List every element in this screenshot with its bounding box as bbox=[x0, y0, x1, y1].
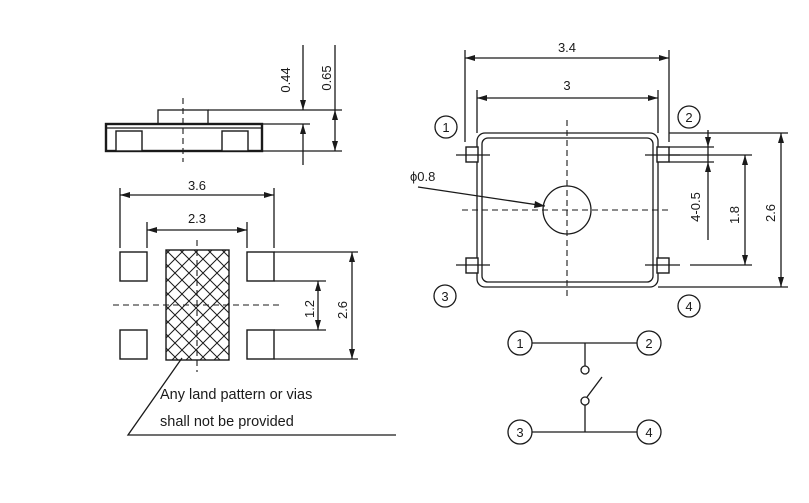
switch-schematic: 1 2 3 4 bbox=[507, 330, 662, 445]
top-pin-3-circle bbox=[433, 284, 457, 308]
side-terminal-left bbox=[115, 130, 143, 152]
top-pin-2-circle bbox=[677, 105, 701, 129]
note-line-1: Any land pattern or vias bbox=[160, 387, 312, 403]
dim-top-outer-width: 3.4 bbox=[558, 40, 576, 55]
top-pin-4-circle bbox=[677, 294, 701, 318]
top-pin-3-label: 3 bbox=[441, 289, 448, 304]
dim-body-height: 0.44 bbox=[278, 67, 293, 92]
top-pin-1-circle bbox=[434, 115, 458, 139]
dim-top-body-width: 3 bbox=[563, 78, 570, 93]
dim-land-pad-pitch: 1.2 bbox=[302, 300, 317, 318]
dim-land-inner-width: 2.3 bbox=[188, 211, 206, 226]
top-view: 3.4 3 ϕ0.8 4-0.5 1.8 2.6 bbox=[410, 40, 788, 318]
land-pad-top-left bbox=[119, 251, 148, 282]
dim-button-diameter: ϕ0.8 bbox=[410, 169, 435, 184]
dim-land-outer-height: 2.6 bbox=[335, 301, 350, 319]
contact-upper bbox=[580, 365, 590, 375]
side-view: 0.44 0.65 bbox=[104, 45, 342, 165]
dim-land-outer-width: 3.6 bbox=[188, 178, 206, 193]
sch-pin-1-label: 1 bbox=[516, 336, 523, 351]
dim-top-outer-height: 2.6 bbox=[763, 204, 778, 222]
land-pattern: 3.6 2.3 1.2 2.6 Any land pattern or vias… bbox=[113, 178, 396, 436]
contact-lower bbox=[580, 396, 590, 406]
land-pad-bottom-right bbox=[246, 329, 275, 360]
dim-pin-width: 4-0.5 bbox=[688, 192, 703, 222]
switch-lever bbox=[586, 376, 603, 398]
top-pin-1-label: 1 bbox=[442, 120, 449, 135]
top-pin-4-label: 4 bbox=[685, 299, 692, 314]
sch-pin-4-label: 4 bbox=[645, 425, 652, 440]
dim-total-height: 0.65 bbox=[319, 65, 334, 90]
body-profile bbox=[104, 122, 264, 153]
top-pin-2-label: 2 bbox=[685, 110, 692, 125]
dim-pin-pitch: 1.8 bbox=[727, 206, 742, 224]
sch-pin-3-label: 3 bbox=[516, 425, 523, 440]
sch-pin-2-label: 2 bbox=[645, 336, 652, 351]
land-pad-bottom-left bbox=[119, 329, 148, 360]
note-line-2: shall not be provided bbox=[160, 414, 294, 430]
land-pad-top-right bbox=[246, 251, 275, 282]
side-terminal-right bbox=[221, 130, 249, 152]
